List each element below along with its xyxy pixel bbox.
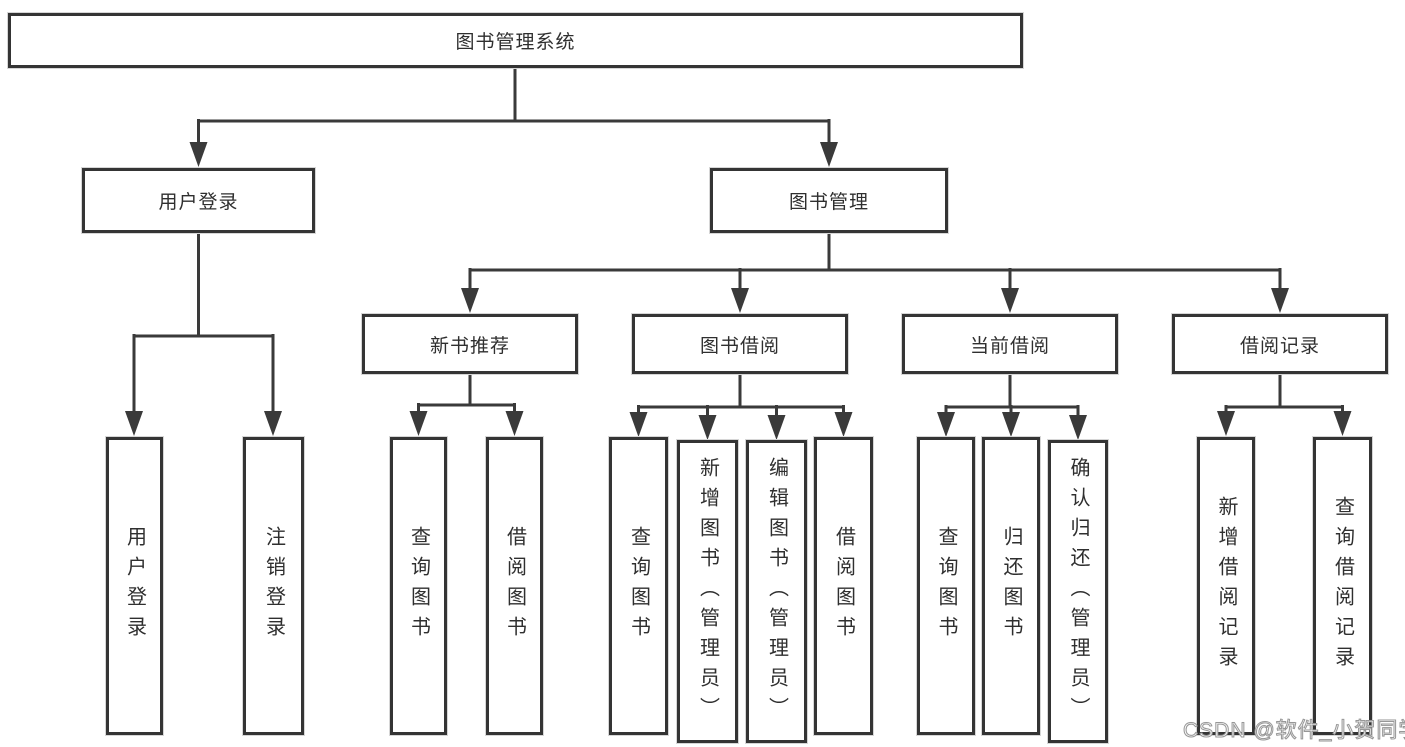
node-book-management: 图书管理 [710, 168, 948, 233]
leaf-label: 归还图书 [1000, 526, 1022, 646]
connector-root-to-branches [197, 68, 831, 145]
node-library-system: 图书管理系统 [8, 13, 1023, 68]
connector-current-to-leaves [944, 374, 1080, 418]
csdn-watermark: CSDN @软件_小贺同学 [1182, 719, 1405, 743]
arrowheads [125, 142, 1352, 440]
node-label: 当前借阅 [969, 335, 1050, 357]
node-label: 借阅记录 [1239, 335, 1320, 357]
leaf-logout-login: 注销登录 [243, 437, 304, 735]
leaf-label: 确认归还（管理员） [1067, 456, 1089, 727]
node-label: 图书管理系统 [455, 32, 576, 53]
node-new-book-recommend: 新书推荐 [362, 314, 578, 374]
leaf-label: 查询图书 [935, 526, 957, 646]
leaf-label: 新增图书（管理员） [696, 456, 719, 727]
leaf-label: 借阅图书 [832, 526, 855, 646]
leaf-current-confirm-return-admin: 确认归还（管理员） [1048, 440, 1108, 743]
leaf-label: 借阅图书 [503, 526, 526, 646]
leaf-borrow-add-books-admin: 新增图书（管理员） [677, 440, 738, 743]
leaf-borrow-borrow-books: 借阅图书 [814, 437, 873, 735]
connector-records-to-leaves [1224, 374, 1344, 414]
leaf-records-query-record: 查询借阅记录 [1313, 437, 1372, 735]
leaf-label: 查询借阅记录 [1331, 496, 1354, 676]
node-label: 新书推荐 [429, 335, 510, 357]
leaf-label: 用户登录 [123, 526, 146, 646]
leaf-label: 新增借阅记录 [1215, 496, 1237, 676]
leaf-borrow-edit-books-admin: 编辑图书（管理员） [746, 440, 807, 743]
node-book-borrow: 图书借阅 [632, 314, 848, 374]
node-label: 用户登录 [158, 192, 239, 213]
connector-login-to-leaves [132, 233, 275, 414]
connector-mgmt-to-modules [468, 233, 1282, 292]
leaf-label: 注销登录 [262, 526, 285, 646]
connector-borrow-to-leaves [637, 374, 845, 418]
node-current-borrow: 当前借阅 [902, 314, 1118, 374]
leaf-label: 编辑图书（管理员） [765, 456, 788, 727]
node-user-login: 用户登录 [82, 168, 315, 233]
leaf-current-query-books: 查询图书 [917, 437, 975, 735]
leaf-recommend-borrow-books: 借阅图书 [486, 437, 543, 735]
leaf-current-return-books: 归还图书 [982, 437, 1040, 735]
node-label: 图书管理 [788, 192, 869, 213]
node-borrow-records: 借阅记录 [1172, 314, 1388, 374]
leaf-user-login: 用户登录 [106, 437, 163, 735]
leaf-recommend-query-books: 查询图书 [390, 437, 447, 735]
leaf-borrow-query-books: 查询图书 [609, 437, 668, 735]
node-label: 图书借阅 [699, 335, 780, 357]
leaf-label: 查询图书 [627, 526, 650, 646]
leaf-label: 查询图书 [407, 526, 430, 646]
connector-recommend-to-leaves [417, 374, 516, 414]
leaf-records-add-record: 新增借阅记录 [1197, 437, 1255, 735]
